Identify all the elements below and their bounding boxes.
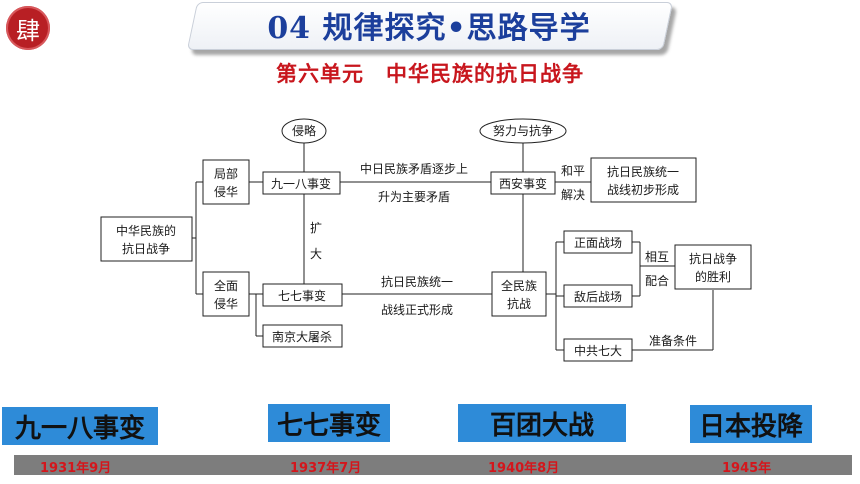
node-nanjing: 南京大屠杀 [262,324,343,348]
ellipse-invasion: 侵略 [281,118,327,144]
edge-expand-line1: 扩 [310,221,322,235]
edge-contradiction-line1: 中日民族矛盾逐步上 [360,161,468,176]
ellipse-invasion-label: 侵略 [292,123,316,138]
edge-front-formed-line2: 战线正式形成 [381,303,453,317]
edge-expand-line2: 大 [310,247,322,261]
node-victory: 抗日战争 的胜利 [674,244,752,290]
edge-prepare: 准备条件 [649,334,697,348]
edge-contradiction-line2: 升为主要矛盾 [378,190,450,204]
edge-cooperate-line2: 配合 [645,273,669,288]
node-local-line1: 局部 [214,166,238,181]
timeline-date-1931: 1931年9月 [40,460,112,476]
node-full-invasion: 全面 侵华 [202,271,250,317]
node-behind-line: 敌后战场 [563,284,633,308]
timeline-bar [14,455,852,475]
unit-title: 第六单元 中华民族的抗日战争 [276,62,584,86]
node-local-line2: 侵华 [214,184,238,199]
timeline-event-918: 九一八事变 [2,407,158,445]
node-prelim-front: 抗日民族统一 战线初步形成 [590,157,697,203]
timeline-date-1945: 1945年 [722,460,772,476]
node-victory-line1: 抗日战争 [689,251,737,266]
edge-front-formed-line1: 抗日民族统一 [381,274,453,289]
node-local-invasion: 局部 侵华 [202,159,250,205]
timeline-event-japan-surrender: 日本投降 [690,405,812,443]
node-prelim-line1: 抗日民族统一 [607,164,679,179]
node-jul7-label: 七七事变 [278,288,326,303]
node-front-label: 正面战场 [574,236,622,250]
node-full-line2: 侵华 [214,296,238,311]
ellipse-effort: 努力与抗争 [479,118,567,144]
ellipse-effort-label: 努力与抗争 [493,123,553,138]
seal-badge: 肆 [6,6,50,50]
node-root-line1: 中华民族的 [116,223,176,238]
timeline-event-hundred-regiments: 百团大战 [458,404,626,442]
node-victory-line2: 的胜利 [695,269,731,284]
timeline-event-77: 七七事变 [268,404,390,442]
edge-peace-line2: 解决 [561,188,585,202]
timeline-date-1937: 1937年7月 [290,460,362,476]
seal-char: 肆 [16,16,40,45]
node-sep18-label: 九一八事变 [271,176,331,191]
edge-peace-line1: 和平 [561,164,585,178]
edge-cooperate-line1: 相互 [645,250,669,264]
connectors [192,142,714,351]
node-jul7: 七七事变 [262,283,343,307]
node-fullwar-line2: 抗战 [507,296,531,311]
node-ccp7: 中共七大 [563,338,633,362]
node-front-line: 正面战场 [563,230,633,254]
node-root: 中华民族的 抗日战争 [100,216,193,262]
node-root-line2: 抗日战争 [122,241,170,256]
node-behind-label: 敌后战场 [574,289,622,304]
node-ccp7-label: 中共七大 [574,343,622,358]
node-prelim-line2: 战线初步形成 [607,183,679,197]
node-full-line1: 全面 [214,278,238,293]
node-full-war: 全民族 抗战 [491,271,547,317]
node-xian-label: 西安事变 [499,176,547,191]
node-xian: 西安事变 [490,171,556,195]
timeline-date-1940: 1940年8月 [488,460,560,476]
node-fullwar-line1: 全民族 [501,278,537,293]
node-sep18: 九一八事变 [262,171,341,195]
page-title: 04 规律探究•思路导学 [267,11,591,46]
node-nanjing-label: 南京大屠杀 [272,329,332,344]
